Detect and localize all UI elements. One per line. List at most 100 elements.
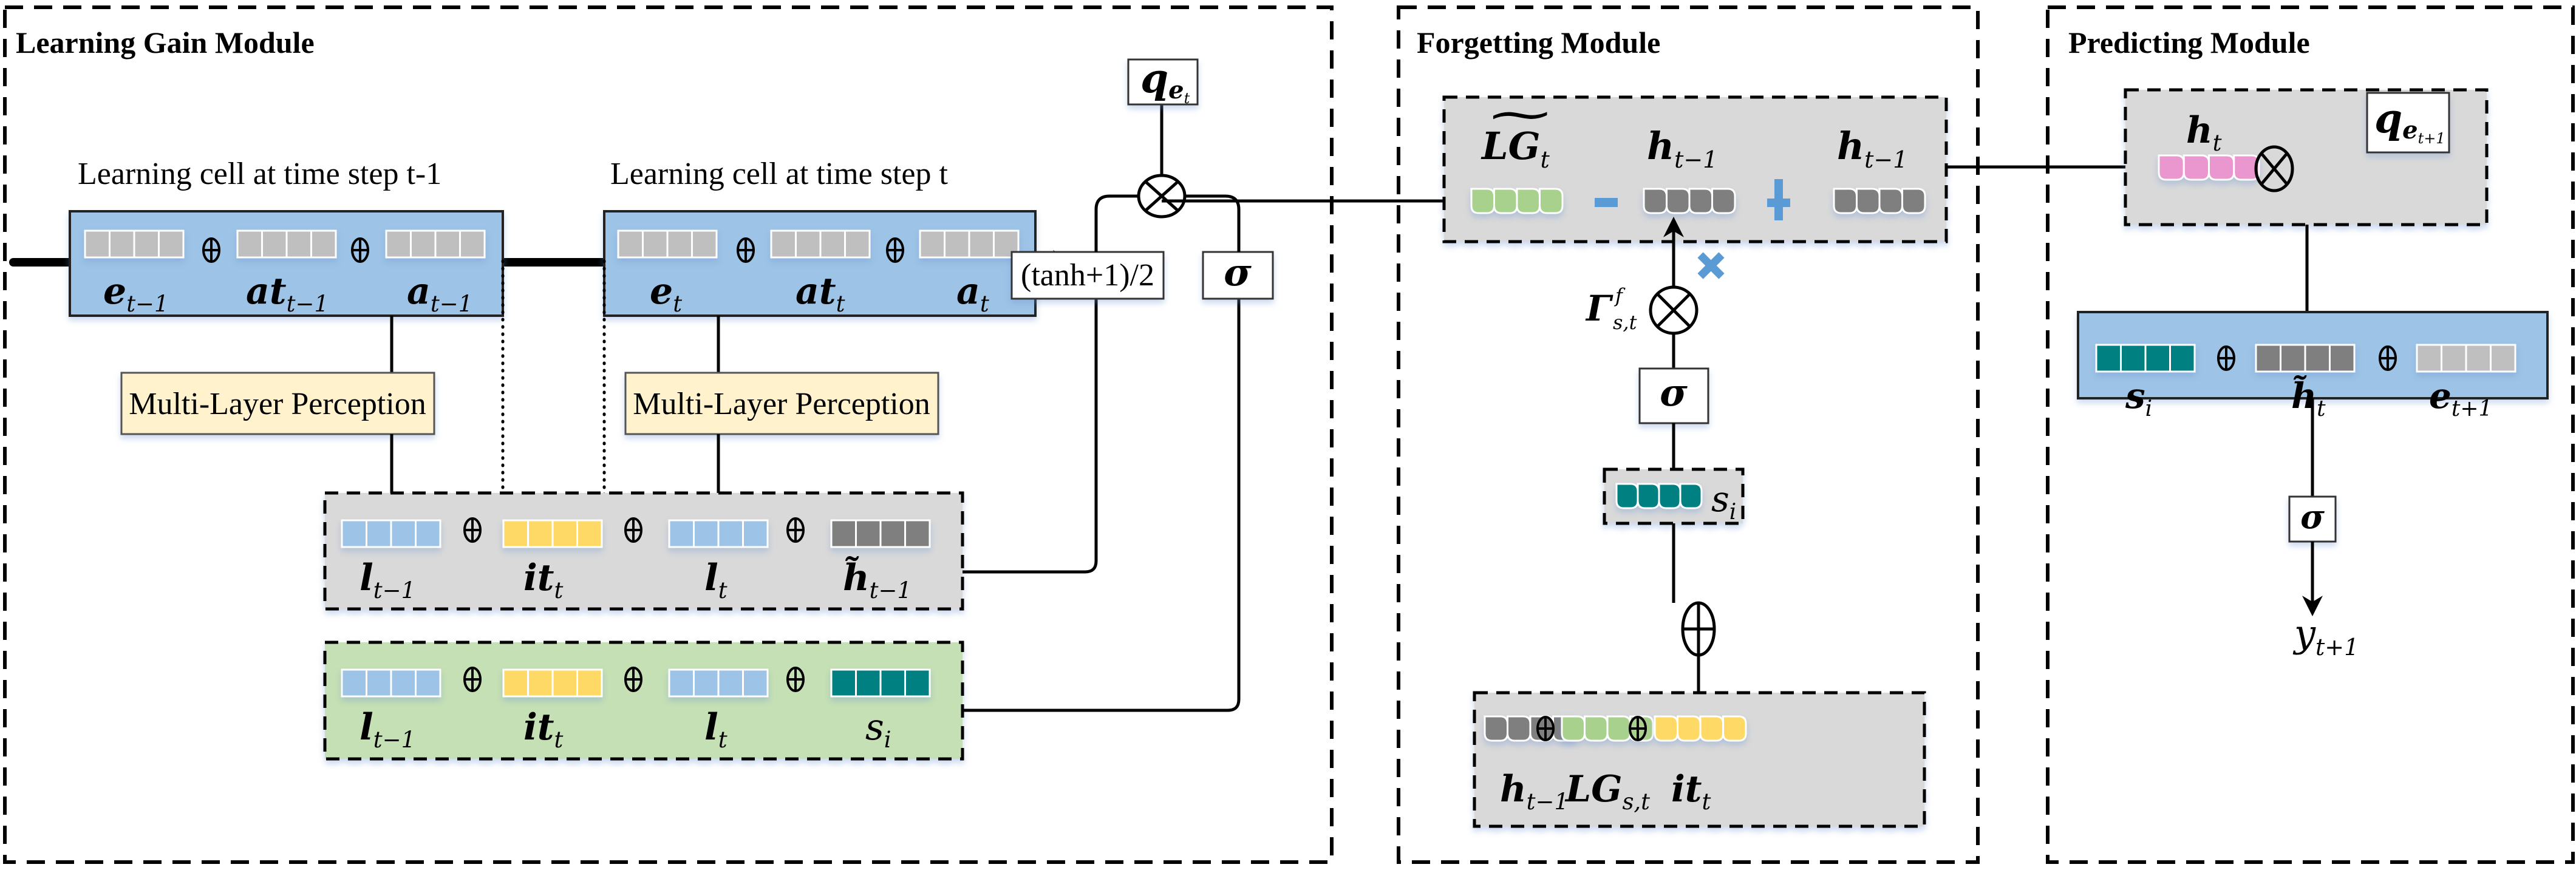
gray-panel-to-tanh-line xyxy=(963,299,1098,574)
vector-segment xyxy=(2465,344,2492,373)
vector-segment xyxy=(1666,188,1691,214)
vector-segment xyxy=(1711,188,1736,214)
svg-text:at: at xyxy=(956,270,989,317)
svg-text:ht−1: ht−1 xyxy=(1647,124,1717,173)
vector-s-i xyxy=(830,668,931,698)
vector-segment xyxy=(795,229,822,259)
q-e-t-box xyxy=(1127,58,1199,106)
vector-segment xyxy=(390,668,417,698)
learning-gain-input-panel-box xyxy=(323,641,964,761)
vector-segment xyxy=(236,229,263,259)
vector-e-next xyxy=(2416,344,2516,373)
mlp-label-curr: Multi-Layer Perception xyxy=(633,387,930,421)
svg-text:lt−1: lt−1 xyxy=(359,706,415,753)
label-h-tilde-t: h̃t xyxy=(2291,375,2326,421)
vector-segment xyxy=(1699,715,1724,742)
vector-segment xyxy=(904,519,931,548)
vector-segment xyxy=(968,229,995,259)
vector-segment xyxy=(415,668,441,698)
vector-segment xyxy=(310,229,337,259)
math-sub: i xyxy=(2145,396,2153,421)
vector-segment xyxy=(742,519,769,548)
math-main: l xyxy=(704,557,718,599)
vector-segment xyxy=(551,668,578,698)
vector-segment xyxy=(1493,188,1518,214)
math-main: s xyxy=(865,706,884,749)
vector-segment xyxy=(819,229,846,259)
svg-text:ht−1: ht−1 xyxy=(1500,768,1569,815)
vector-segment xyxy=(459,229,486,259)
math-main: e xyxy=(650,270,673,313)
vector-segment xyxy=(410,229,437,259)
math-main: l xyxy=(359,557,373,599)
gate-input-panel-box xyxy=(323,491,964,611)
vector-segment xyxy=(1677,715,1702,742)
math-main: h̃ xyxy=(843,556,870,599)
svg-text:qet: qet xyxy=(1140,55,1190,107)
vector-segment xyxy=(830,519,857,548)
vector-segment xyxy=(691,229,718,259)
mlp-box-curr xyxy=(624,372,939,435)
vector-h-prev-2 xyxy=(1833,188,1926,214)
vector-segment xyxy=(1484,715,1508,742)
math-main: it xyxy=(523,706,554,749)
tanh-to-multiply-line xyxy=(1094,194,1139,252)
vector-h-tilde-prev xyxy=(830,519,931,548)
state-update-panel xyxy=(1442,95,1948,243)
vector-segment xyxy=(770,229,797,259)
svg-text:att: att xyxy=(796,270,845,317)
green-panel-to-sigma-line xyxy=(963,299,1241,712)
vector-segment xyxy=(2158,154,2185,181)
vector-segment xyxy=(2208,154,2235,181)
math-sub: t+1 xyxy=(2452,396,2493,421)
label-h-prev-fg: ht−1 xyxy=(1500,768,1569,815)
vector-h-tilde-t xyxy=(2255,344,2356,373)
svg-text:et−1: et−1 xyxy=(103,270,169,317)
math-sub: t xyxy=(2317,396,2326,421)
math-sub: t−1 xyxy=(287,291,329,317)
math-main: y xyxy=(2292,611,2316,656)
vector-segment xyxy=(434,229,461,259)
math-sub: t xyxy=(718,727,727,753)
math-main: l xyxy=(704,706,718,749)
concat-icon xyxy=(1536,716,1555,741)
label-s-i-pred: si xyxy=(2125,375,2152,421)
output-label: yt+1 xyxy=(2292,611,2359,661)
vector-segment xyxy=(576,668,603,698)
math-main: l xyxy=(359,706,373,749)
label-e-prev: et−1 xyxy=(103,270,169,317)
math-sub: t−1 xyxy=(373,727,415,753)
math-sub: t xyxy=(673,291,682,317)
lg-tilde-label: LGt~ xyxy=(1481,87,1556,173)
learning-gain-module-frame xyxy=(3,5,1334,864)
vector-segment xyxy=(919,229,946,259)
vector-segment xyxy=(693,668,720,698)
vector-segment xyxy=(341,668,367,698)
multiply-icon xyxy=(1137,174,1187,219)
sigma-to-multiply-line xyxy=(1185,194,1241,252)
vector-s-i-pred xyxy=(2095,344,2196,373)
math-sub: t xyxy=(718,577,727,603)
math-main: a xyxy=(407,270,431,313)
sigma-label-fg: σ xyxy=(1660,370,1688,415)
vector-segment xyxy=(717,519,744,548)
svg-text:si: si xyxy=(1711,478,1736,525)
concat-icon xyxy=(1629,716,1647,741)
label-l-curr: lt xyxy=(704,557,727,603)
vector-it-fg xyxy=(1654,715,1747,742)
label-l-prev: lt−1 xyxy=(359,706,415,753)
math-sub: t xyxy=(554,577,564,603)
concat-icon xyxy=(737,237,755,263)
svg-text:h̃t−1: h̃t−1 xyxy=(843,556,911,603)
vector-segment xyxy=(385,229,412,259)
svg-text:si: si xyxy=(865,706,891,753)
vector-segment xyxy=(261,229,288,259)
math-sub: t−1 xyxy=(373,577,415,603)
concat-icon xyxy=(624,517,642,543)
vector-segment xyxy=(2120,344,2147,373)
q-e-t-label: qet xyxy=(1140,55,1190,107)
h-t-label: ht xyxy=(2186,109,2222,156)
vector-segment xyxy=(944,229,970,259)
label-a-prev: at−1 xyxy=(407,270,472,317)
